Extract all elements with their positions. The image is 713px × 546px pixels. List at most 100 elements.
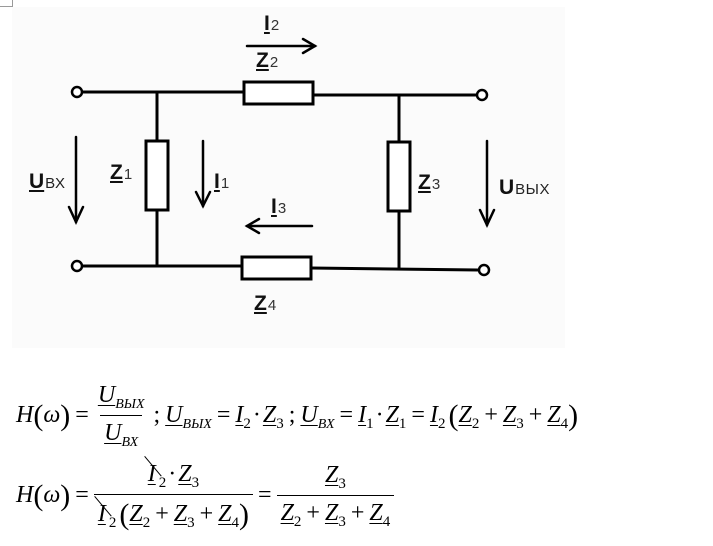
wire-bottom-right bbox=[310, 266, 479, 272]
label-i3-main: I bbox=[271, 195, 277, 218]
f2-rparen: ) bbox=[60, 479, 71, 513]
f1-sub-out: ВЫХ bbox=[115, 397, 145, 412]
f2-omega: ω bbox=[43, 482, 61, 509]
f1-omega: ω bbox=[43, 402, 61, 429]
f1-i2-sub: 2 bbox=[243, 416, 251, 433]
f1-i2-b-sub: 2 bbox=[437, 416, 446, 433]
arrow-u-out bbox=[478, 139, 496, 228]
f1-sub-out-2: ВЫХ bbox=[182, 417, 212, 433]
f1-lparen: ( bbox=[33, 399, 44, 433]
label-z4-sub: 4 bbox=[267, 297, 277, 314]
f2-z3-num-sub: 3 bbox=[191, 475, 200, 491]
resistor-z4 bbox=[240, 255, 313, 281]
f1-z3: Z bbox=[262, 402, 277, 429]
terminal-in-bottom bbox=[70, 259, 84, 273]
terminal-out-top bbox=[475, 88, 489, 102]
f2-z2-result: Z bbox=[280, 500, 294, 526]
f1-eq: = bbox=[75, 402, 89, 429]
label-z1-sub: 1 bbox=[123, 166, 133, 183]
f2-z2-den-sub: 2 bbox=[142, 515, 151, 531]
f1-z3-b-sub: 3 bbox=[516, 416, 524, 433]
f1-eq-4: = bbox=[411, 402, 425, 429]
f1-dot-2: · bbox=[375, 402, 384, 429]
f1-u-out-2: U bbox=[165, 402, 183, 429]
label-u-out: UВЫХ bbox=[499, 177, 550, 198]
terminal-in-top bbox=[70, 85, 84, 99]
f2-i2-den: I bbox=[97, 501, 106, 527]
f2-i2-num-sub: 2 bbox=[158, 475, 167, 491]
f1-rparen: ) bbox=[60, 399, 71, 433]
f2-frac2-num: Z3 bbox=[321, 463, 350, 495]
f2-frac2-den: Z2+Z3+Z4 bbox=[276, 495, 395, 530]
f2-rparen-2: ) bbox=[239, 498, 250, 531]
resistor-z3 bbox=[386, 140, 412, 213]
f2-plus-4: + bbox=[350, 500, 365, 526]
label-i1-sub: 1 bbox=[220, 175, 230, 192]
arrow-i3 bbox=[244, 217, 314, 235]
resistor-z1 bbox=[144, 139, 170, 212]
f1-u-out: U bbox=[97, 382, 116, 408]
arrow-i1 bbox=[194, 139, 212, 209]
f2-dot: · bbox=[168, 461, 177, 487]
label-z2-sub: 2 bbox=[269, 54, 279, 71]
f2-z4-result: Z bbox=[369, 500, 383, 526]
terminal-out-bottom bbox=[477, 263, 491, 277]
f1-rparen-2: ) bbox=[568, 399, 579, 433]
label-z4-main: Z bbox=[254, 292, 267, 315]
f2-z3-result-num-sub: 3 bbox=[338, 476, 346, 492]
arrow-u-in bbox=[67, 135, 85, 225]
f1-lparen-2: ( bbox=[448, 399, 459, 433]
f1-i2-b: I bbox=[429, 402, 438, 429]
label-z2-main: Z bbox=[256, 49, 269, 72]
f2-z4-result-sub: 4 bbox=[382, 514, 391, 530]
label-z4: Z4 bbox=[254, 293, 276, 314]
f1-sub-in-2: ВХ bbox=[317, 417, 335, 433]
resistor-z2 bbox=[242, 80, 315, 106]
label-u-in-sub: ВХ bbox=[45, 175, 66, 192]
f1-z1-sub: 1 bbox=[398, 416, 407, 433]
f2-i2-num: I bbox=[147, 461, 156, 487]
f2-plus-1: + bbox=[155, 501, 169, 527]
f1-i1-sub: 1 bbox=[366, 416, 374, 433]
f1-i2: I bbox=[235, 402, 244, 429]
label-z3: Z3 bbox=[418, 172, 440, 193]
f2-eq: = bbox=[75, 482, 89, 509]
f1-z3-sub: 3 bbox=[276, 416, 284, 433]
f1-frac-den: UВХ bbox=[100, 415, 143, 450]
label-z3-main: Z bbox=[418, 171, 431, 194]
f1-frac-num: UВЫХ bbox=[94, 383, 149, 415]
diagram-background bbox=[12, 7, 565, 348]
f1-plus-2: + bbox=[528, 402, 543, 429]
label-i2: I2 bbox=[264, 13, 279, 34]
f1-z4: Z bbox=[547, 402, 561, 429]
label-u-in: UВХ bbox=[29, 171, 66, 192]
f2-z3-result-num: Z bbox=[324, 462, 339, 488]
f1-u-in-2: U bbox=[300, 402, 318, 429]
label-i2-sub: 2 bbox=[270, 17, 280, 34]
f1-z3-b: Z bbox=[502, 402, 517, 429]
f1-h: H bbox=[16, 402, 34, 429]
f2-eq-2: = bbox=[258, 482, 272, 509]
f2-z3-num: Z bbox=[178, 461, 192, 487]
f1-sub-in: ВХ bbox=[121, 435, 139, 450]
f2-z2-result-sub: 2 bbox=[293, 514, 302, 530]
corner-mark bbox=[0, 0, 13, 7]
f2-z3-result-sub: 3 bbox=[338, 514, 346, 530]
f1-dot-1: · bbox=[252, 402, 261, 429]
f1-z4-sub: 4 bbox=[560, 416, 569, 433]
f1-u-in: U bbox=[104, 420, 122, 446]
f1-eq-2: = bbox=[216, 402, 231, 429]
label-z1-main: Z bbox=[110, 161, 123, 184]
f2-z3-den-sub: 3 bbox=[187, 515, 195, 531]
f2-z3-den: Z bbox=[173, 501, 188, 527]
f1-i1: I bbox=[358, 402, 367, 429]
label-z1: Z1 bbox=[110, 162, 132, 183]
